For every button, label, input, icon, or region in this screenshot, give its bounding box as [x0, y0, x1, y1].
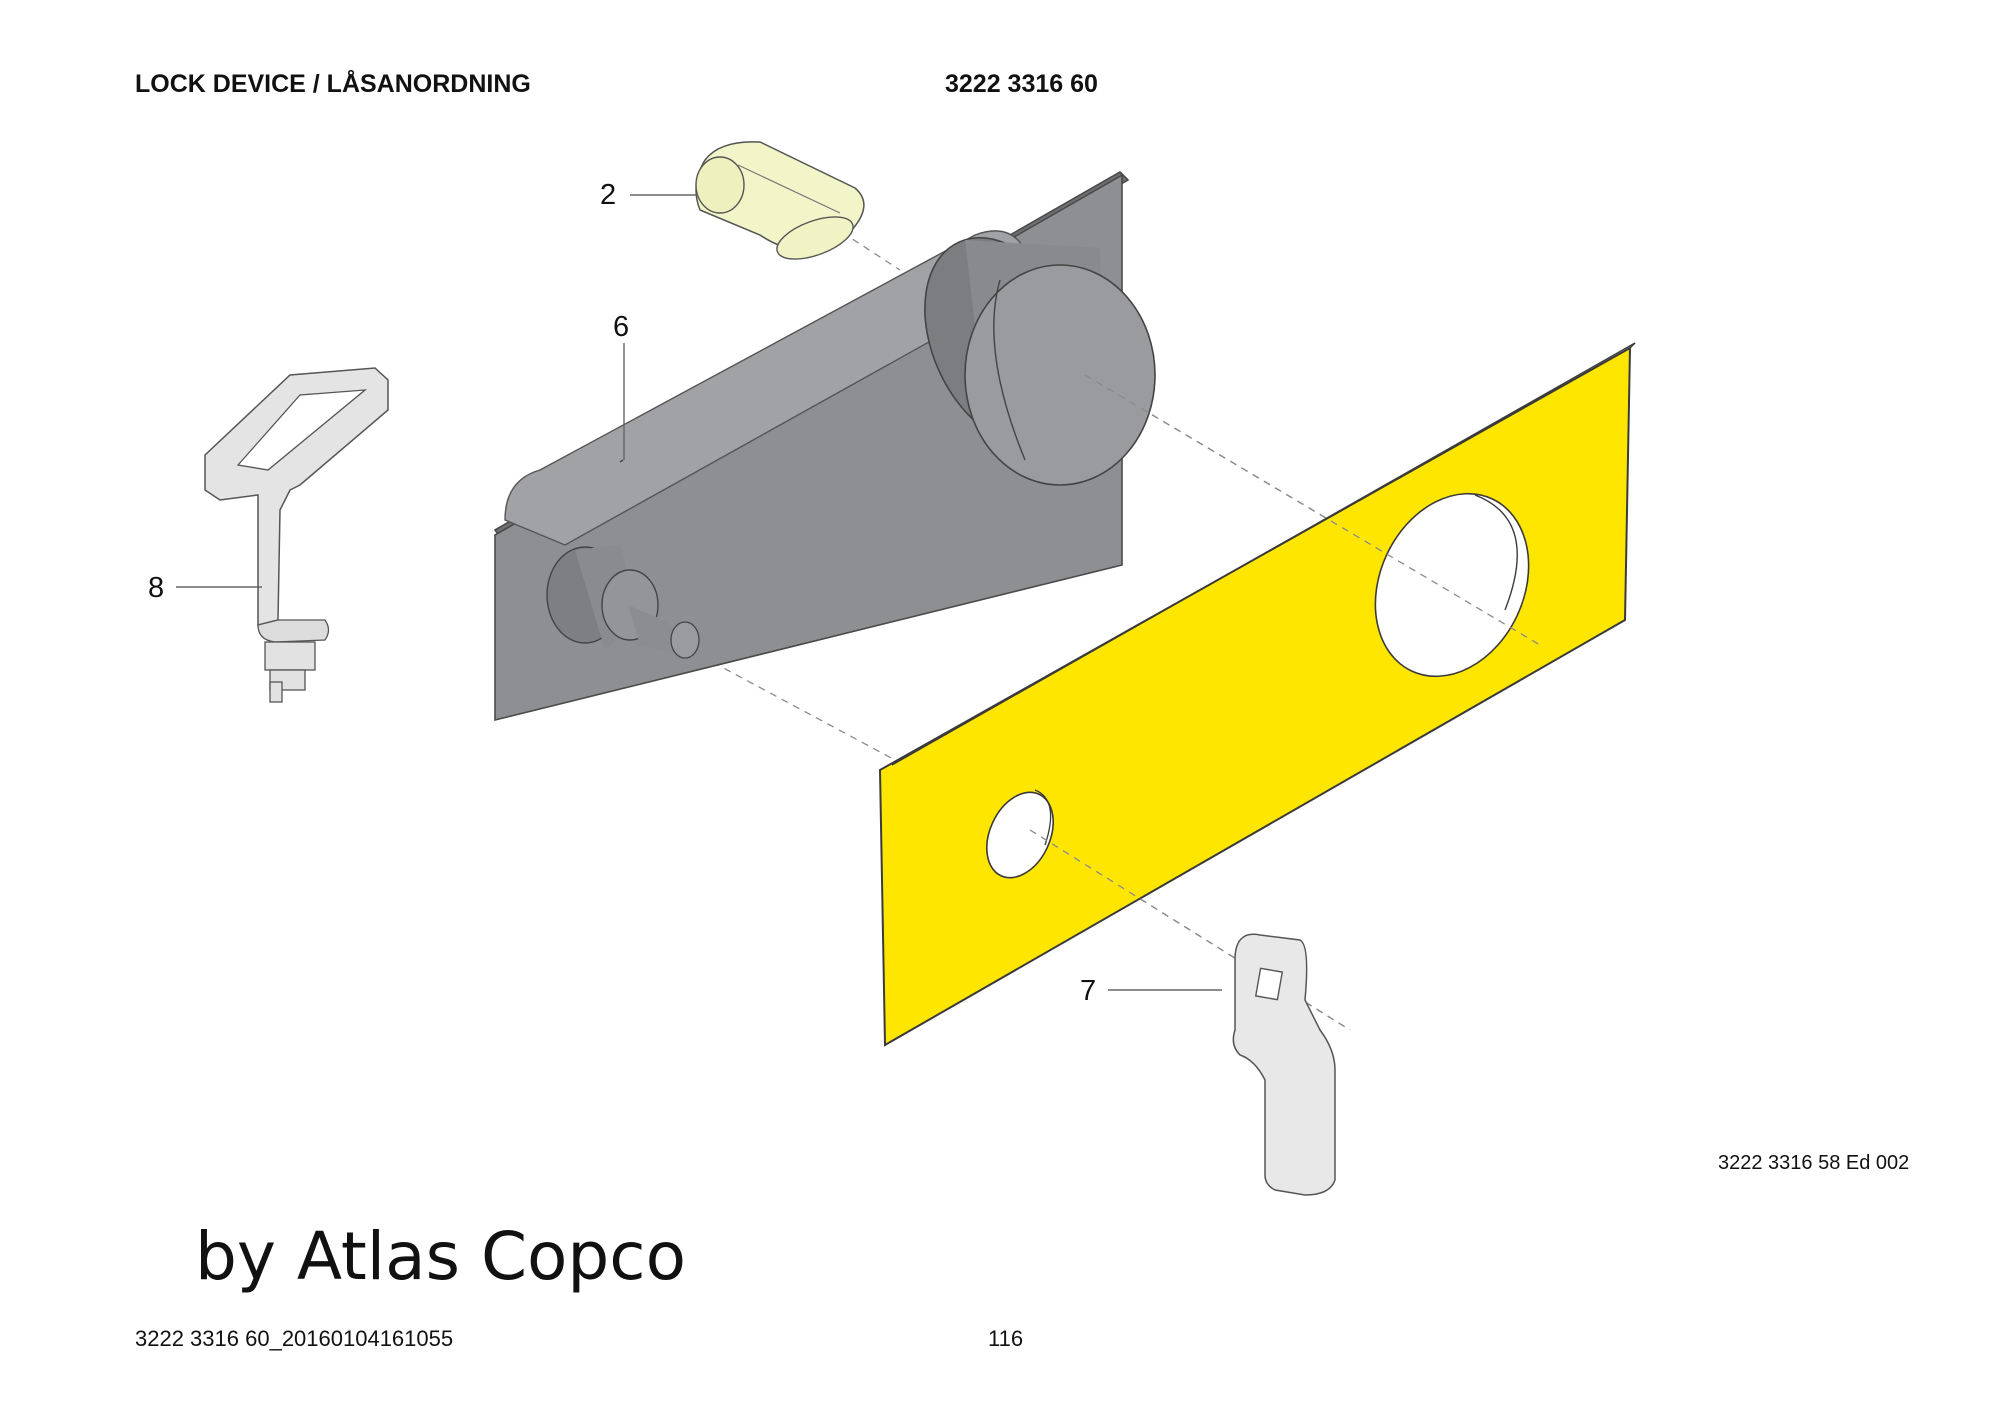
leader-lines [176, 194, 1222, 991]
watermark-text: by Atlas Copco [195, 1218, 686, 1295]
lock-body [493, 171, 1156, 722]
assembly-axis-through-plate [1084, 374, 1541, 646]
cylinder-insert [695, 141, 865, 260]
footer-document-id: 3222 3316 60_20160104161055 [135, 1326, 454, 1351]
callout-6: 6 [613, 311, 629, 343]
cover-plate [878, 342, 1636, 1047]
callout-8: 8 [148, 572, 164, 604]
cam [1232, 933, 1336, 1196]
page-title: LOCK DEVICE / LÅSANORDNING [135, 70, 531, 98]
callout-2: 2 [600, 179, 616, 211]
callout-7: 7 [1080, 975, 1096, 1007]
part-number: 3222 3316 60 [945, 70, 1098, 98]
page-number: 116 [988, 1326, 1024, 1351]
key [204, 367, 389, 703]
drawing-reference-code: 3222 3316 58 Ed 002 [1718, 1152, 1910, 1174]
